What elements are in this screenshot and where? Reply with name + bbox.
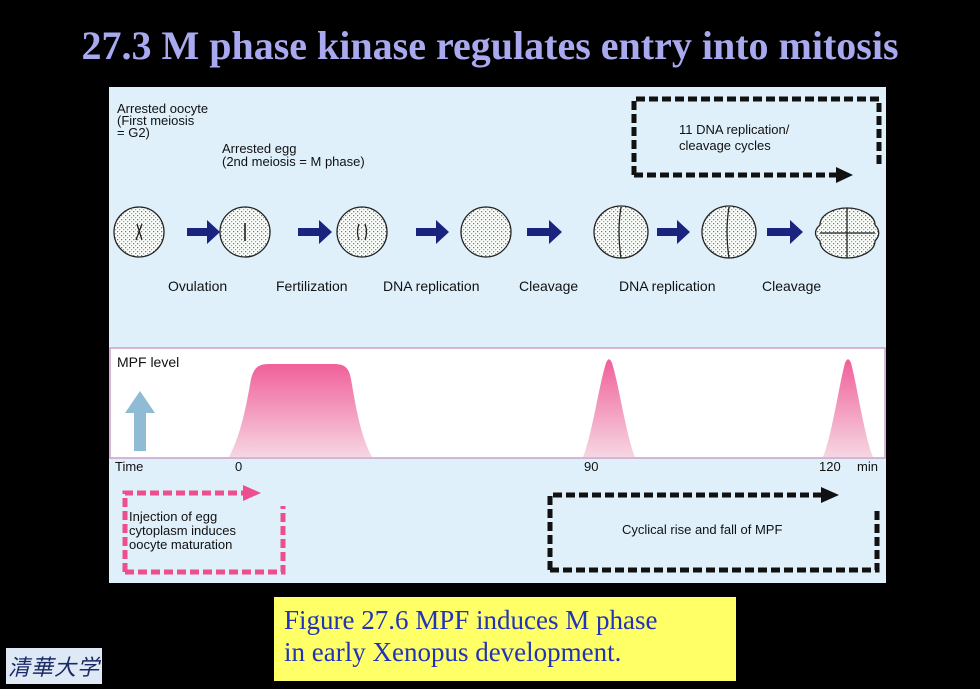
- stage-label-dna-replication-1: DNA replication: [383, 278, 480, 294]
- slide-title: 27.3 M phase kinase regulates entry into…: [81, 23, 899, 68]
- cell-egg: [219, 206, 271, 258]
- cycles-box: 11 DNA replication/ cleavage cycles: [631, 96, 882, 183]
- caption-line-2: in early Xenopus development.: [284, 636, 622, 667]
- time-unit: min: [857, 459, 878, 474]
- cyclical-box-text: Cyclical rise and fall of MPF: [622, 522, 782, 537]
- arrow-dna-replication-1: [416, 220, 449, 244]
- mpf-up-arrow: [125, 391, 155, 451]
- logo-text: 清華大学: [7, 656, 100, 681]
- xenopus-diagram: Arrested oocyte (First meiosis = G2) Arr…: [109, 96, 886, 575]
- figure-caption: Figure 27.6 MPF induces M phase in early…: [274, 597, 736, 681]
- mpf-peak-plateau: [229, 364, 372, 457]
- cell-two-cell: [593, 205, 649, 259]
- injection-box-arrowhead: [243, 485, 261, 501]
- university-logo: 清華大学: [6, 648, 102, 684]
- arrow-cleavage-2: [767, 220, 803, 244]
- injection-box: Injection of egg cytoplasm induces oocyt…: [122, 485, 286, 575]
- time-label: Time: [115, 459, 143, 474]
- mpf-graph-area: [109, 347, 886, 459]
- stage-label-fertilization: Fertilization: [276, 278, 348, 294]
- mpf-level-label: MPF level: [117, 354, 179, 370]
- cycles-box-text: 11 DNA replication/ cleavage cycles: [679, 122, 793, 153]
- cyclical-box: Cyclical rise and fall of MPF: [547, 487, 880, 573]
- cycles-box-arrowhead: [836, 167, 853, 183]
- time-tick-0: 0: [235, 459, 242, 474]
- arrow-ovulation: [187, 220, 220, 244]
- cyclical-box-arrowhead: [821, 487, 839, 503]
- stage-label-cleavage-1: Cleavage: [519, 278, 578, 294]
- stage-label-cleavage-2: Cleavage: [762, 278, 821, 294]
- stage-label-ovulation: Ovulation: [168, 278, 227, 294]
- injection-box-text: Injection of egg cytoplasm induces oocyt…: [129, 509, 240, 552]
- arrow-fertilization: [298, 220, 332, 244]
- mpf-graph: MPF level Time 0 90 120 min: [109, 347, 886, 474]
- mpf-peak-cycle-2: [823, 359, 873, 457]
- mpf-peak-cycle-1: [583, 359, 635, 457]
- arrow-cleavage-1: [527, 220, 562, 244]
- time-tick-90: 90: [584, 459, 598, 474]
- arrow-dna-replication-2: [657, 220, 690, 244]
- cell-replicated: [460, 206, 512, 258]
- note-arrested-egg: Arrested egg (2nd meiosis = M phase): [222, 141, 365, 169]
- note-arrested-oocyte: Arrested oocyte (First meiosis = G2): [117, 101, 212, 140]
- cell-four-cell: [814, 207, 880, 259]
- cell-fertilized: [336, 206, 388, 258]
- cell-two-cell-replicated: [701, 205, 757, 259]
- figure-panel: Arrested oocyte (First meiosis = G2) Arr…: [109, 87, 886, 583]
- stage-label-dna-replication-2: DNA replication: [619, 278, 716, 294]
- time-tick-120: 120: [819, 459, 841, 474]
- cell-oocyte: [113, 206, 165, 258]
- caption-line-1: Figure 27.6 MPF induces M phase: [284, 605, 658, 635]
